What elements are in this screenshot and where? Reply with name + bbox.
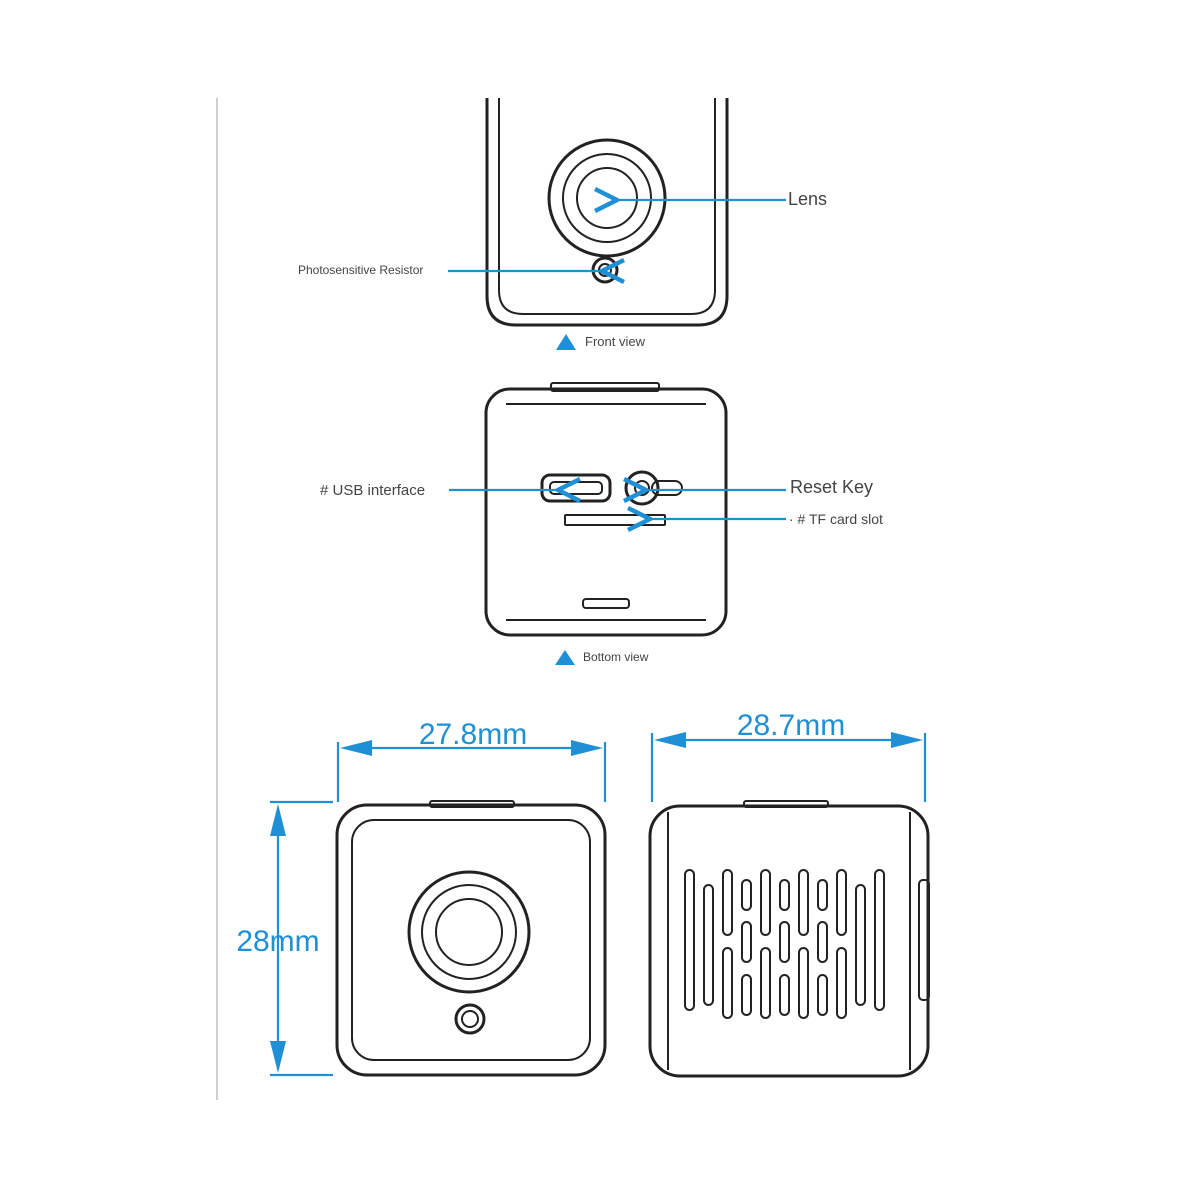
usb-port bbox=[540, 473, 612, 503]
lens bbox=[576, 167, 638, 229]
front-view-caption: Front view bbox=[585, 334, 646, 349]
speaker-vents bbox=[684, 869, 885, 1019]
bottom-view-caption: Bottom view bbox=[583, 650, 649, 664]
tf-label: · # TF card slot bbox=[789, 511, 883, 527]
width-front-dimension bbox=[336, 740, 607, 802]
lens-label: Lens bbox=[788, 189, 827, 209]
height-label: 28mm bbox=[236, 925, 319, 958]
side-cube-drawing bbox=[648, 800, 930, 1078]
reset-key bbox=[624, 470, 660, 506]
reset-label: Reset Key bbox=[790, 477, 873, 497]
front-cube-drawing bbox=[335, 800, 607, 1077]
lens-ring bbox=[547, 138, 667, 258]
usb-label: # USB interface bbox=[320, 482, 425, 499]
height-dimension bbox=[270, 800, 333, 1077]
width-side-label: 28.7mm bbox=[737, 709, 845, 742]
width-side-dimension bbox=[650, 732, 927, 802]
photo-resistor-label: Photosensitive Resistor bbox=[298, 263, 423, 277]
front-view-triangle-icon bbox=[556, 334, 576, 350]
front-view-drawing bbox=[485, 98, 729, 327]
bottom-view-triangle-icon bbox=[555, 650, 575, 665]
width-front-label: 27.8mm bbox=[419, 718, 527, 751]
bottom-view-drawing bbox=[484, 382, 728, 637]
